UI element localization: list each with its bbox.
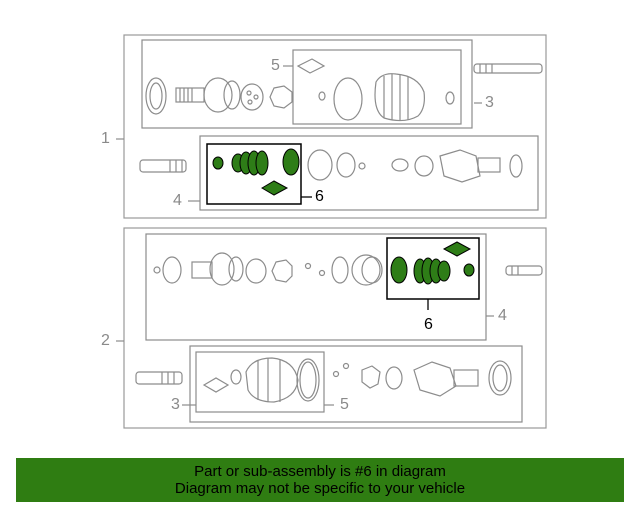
callout-top-repair-kit: 4 — [173, 192, 182, 209]
assembly-2-tripod — [361, 360, 512, 397]
assembly-2-outer-joint-group — [145, 233, 487, 341]
parts-diagram — [116, 34, 547, 429]
assembly-2-inner-joint-group — [189, 345, 523, 423]
assembly-2-outer-stub-shaft — [191, 252, 244, 286]
diagram-notice-banner: Part or sub-assembly is #6 in diagram Di… — [16, 458, 624, 502]
assembly-1-clamp-ring — [318, 91, 326, 101]
assembly-2-inner-stub — [135, 371, 183, 385]
assembly-1-frame — [123, 34, 547, 219]
assembly-1-kit-small-clamp — [212, 156, 224, 170]
assembly-2-kit-boot — [413, 257, 451, 285]
assembly-2-wheel-ring — [162, 256, 182, 284]
assembly-1-inner-boot-outline — [307, 149, 366, 181]
callout-assembly-2: 2 — [101, 332, 110, 349]
assembly-1-boot-kit-tag — [296, 58, 326, 74]
assembly-1-inner-race — [269, 85, 293, 109]
assembly-1-inner-joint-group — [199, 135, 539, 211]
banner-line-2: Diagram may not be specific to your vehi… — [174, 480, 466, 497]
assembly-1-small-clamp — [445, 91, 455, 105]
assembly-2-frame — [123, 227, 547, 429]
assembly-1-highlight-kit — [206, 143, 312, 205]
assembly-2-boot-kit-group — [195, 351, 325, 413]
assembly-1-kit-clamp — [282, 148, 300, 176]
assembly-2-clamp-rings-lower — [332, 362, 350, 378]
assembly-2-small-clamp — [153, 266, 161, 274]
callout-top-highlight: 6 — [315, 188, 324, 205]
assembly-2-kit-small-clamp — [463, 263, 475, 277]
assembly-1-cage — [240, 83, 264, 111]
banner-line-1: Part or sub-assembly is #6 in diagram — [194, 463, 446, 480]
callout-bottom-boot-kit: 5 — [340, 396, 349, 413]
assembly-1-wheel-ring — [145, 77, 167, 115]
assembly-2-axle-shaft — [505, 265, 543, 276]
callout-bottom-joint: 3 — [171, 396, 180, 413]
assembly-1-axle-shaft — [473, 63, 543, 74]
assembly-2-clamp-rings — [304, 262, 326, 277]
assembly-1-outer-joint-group — [141, 39, 473, 129]
assembly-2-cage — [245, 258, 267, 284]
callout-top-boot-kit: 5 — [271, 57, 280, 74]
assembly-1-outer-boot — [333, 73, 425, 122]
callout-top-joint: 3 — [485, 94, 494, 111]
assembly-2-kit-grease-packet — [442, 241, 472, 257]
assembly-2-boot-kit-tag — [202, 377, 230, 393]
assembly-2-inner-boot — [230, 357, 320, 403]
assembly-2-highlight-kit — [386, 237, 480, 310]
callout-bottom-repair-kit: 4 — [498, 307, 507, 324]
assembly-1-inner-stub — [139, 159, 187, 173]
assembly-1-tripod — [391, 149, 523, 183]
assembly-1-outer-stub-shaft — [175, 77, 241, 113]
assembly-1-boot-kit-group — [292, 49, 462, 125]
assembly-1-kit-boot — [231, 150, 269, 176]
assembly-2-kit-clamp — [390, 256, 408, 284]
callout-assembly-1: 1 — [101, 130, 110, 147]
callout-bottom-highlight: 6 — [424, 316, 433, 333]
assembly-2-inner-race — [271, 259, 293, 283]
assembly-1-kit-grease-packet — [261, 180, 289, 196]
assembly-2-outer-boot — [331, 254, 383, 286]
